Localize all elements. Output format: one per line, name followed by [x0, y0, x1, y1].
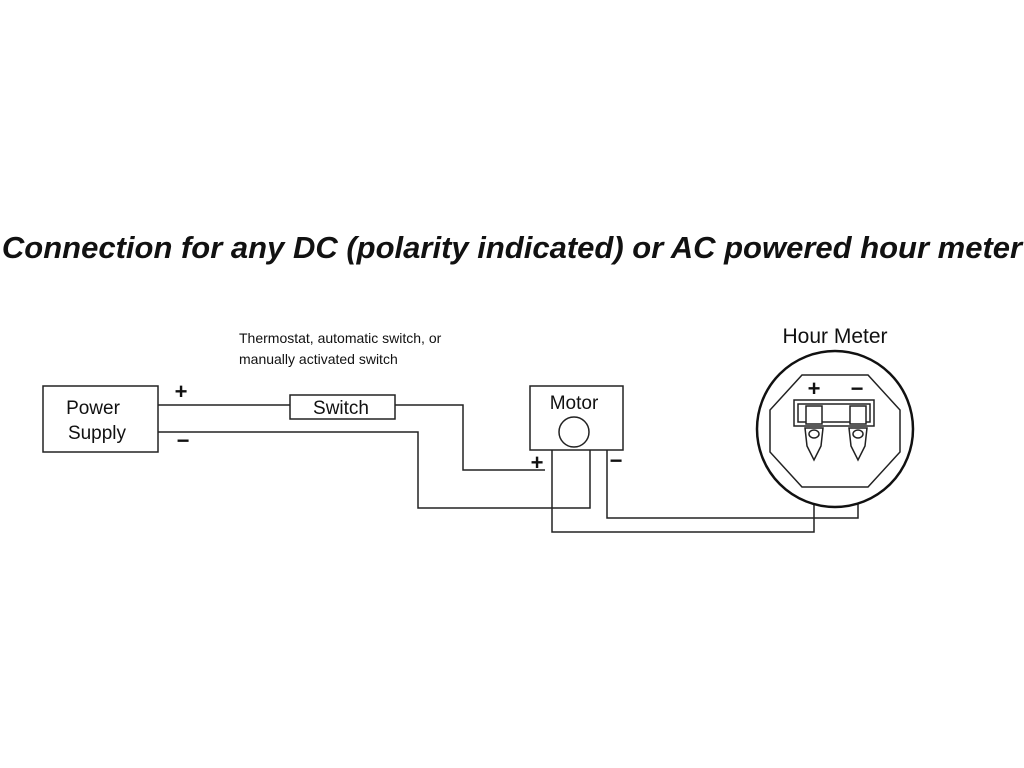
power-supply-negative-sign: − [177, 428, 190, 453]
switch-box [289, 394, 396, 420]
motor-label: Motor [550, 393, 599, 414]
diagram-title: Connection for any DC (polarity indicate… [2, 230, 1024, 265]
hour-meter-terminal-block-inner [797, 403, 871, 423]
switch-note-line-2: manually activated switch [239, 351, 398, 367]
negative-terminal-lug [848, 427, 868, 462]
motor-positive-sign: + [531, 450, 544, 475]
switch-label: Switch [313, 398, 369, 419]
positive-terminal-tab [805, 405, 823, 425]
wire-switch-to-motor-positive [395, 404, 545, 471]
power-supply-box [42, 385, 159, 453]
wire-supply-negative-return [158, 431, 591, 509]
hour-meter-positive-sign: + [808, 376, 821, 401]
power-supply-label-line-2: Supply [68, 423, 127, 444]
hour-meter-inner-body [769, 374, 901, 488]
power-supply: Power Supply + − [42, 379, 190, 453]
positive-terminal-screw [808, 429, 820, 439]
motor-negative-sign: − [610, 448, 623, 473]
positive-terminal-lug [804, 427, 824, 462]
switch-note-line-1: Thermostat, automatic switch, or [239, 330, 442, 346]
negative-terminal-screw [852, 429, 864, 439]
wires [158, 404, 859, 533]
power-supply-label-line-1: Power [66, 398, 121, 419]
hour-meter-outer-ring [755, 349, 915, 509]
hour-meter-terminal-block [793, 399, 875, 427]
motor: Motor + − [529, 385, 624, 475]
power-supply-positive-sign: + [175, 379, 188, 404]
hour-meter-positive-terminal [804, 405, 824, 462]
negative-terminal-tab [849, 405, 867, 425]
hour-meter-label: Hour Meter [782, 325, 887, 348]
switch: Switch [289, 394, 396, 420]
motor-rotor-symbol [558, 416, 590, 448]
hour-meter-negative-terminal [848, 405, 868, 462]
hour-meter: Hour Meter + − [755, 325, 915, 509]
hour-meter-negative-sign: − [851, 376, 864, 401]
